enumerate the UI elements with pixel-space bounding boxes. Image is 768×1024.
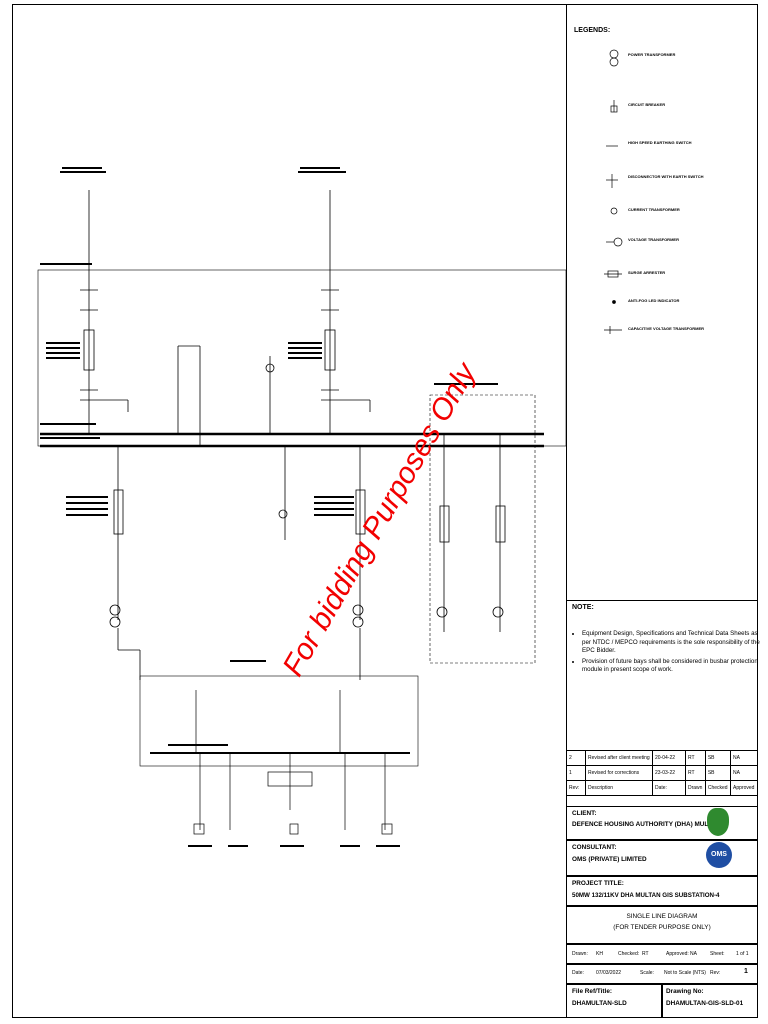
rev-date: 23-03-22 [652, 765, 686, 781]
scale-value: Not to Scale (NTS) [664, 970, 706, 976]
legend-label-led-indicator: ANTI-FOG LED INDICATOR [628, 298, 680, 303]
rev-cell: 1 [566, 765, 586, 781]
sheet-value: 1 of 1 [736, 951, 749, 957]
consultant-name: OMS (PRIVATE) LIMITED [572, 856, 647, 863]
future-bay-2 [492, 434, 506, 632]
note-title: NOTE: [572, 604, 594, 611]
dha-logo-icon [707, 808, 729, 836]
drawing-title-line2: (FOR TENDER PURPOSE ONLY) [613, 924, 711, 931]
file-ref-block [566, 984, 662, 1018]
legend-label-cvt: CAPACITIVE VOLTAGE TRANSFORMER [628, 326, 704, 331]
note-item: Equipment Design, Specifications and Tec… [582, 630, 764, 656]
legend-label-voltage-transformer: VOLTAGE TRANSFORMER [628, 237, 679, 242]
rev-date: 20-04-22 [652, 750, 686, 766]
rev-value: 1 [744, 968, 748, 975]
rev-checked: SB [704, 750, 732, 766]
future-bays-enclosure [429, 394, 536, 664]
file-ref-value: DHAMULTAN-SLD [572, 1000, 627, 1007]
client-name: DEFENCE HOUSING AUTHORITY (DHA) MULTAN [572, 821, 721, 828]
rev-description: Revised for corrections [585, 765, 653, 781]
rev-cell: 2 [566, 750, 586, 766]
date-value: 07/03/2022 [596, 970, 622, 976]
rev-header-drawn: Drawn [685, 780, 706, 796]
drawing-title-line1: SINGLE LINE DIAGRAM [626, 913, 698, 920]
sheet-label: Sheet: [710, 951, 725, 957]
legend-label-earth-switch: HIGH SPEED EARTHING SWITCH [628, 140, 692, 145]
diagram-fine-labels [40, 167, 498, 847]
legend-label-surge-arrester: SURGE ARRESTER [628, 270, 666, 275]
meta-row-1 [566, 944, 758, 964]
file-ref-label: File Ref/Title: [572, 988, 613, 995]
rev-description: Revised after client meeting [585, 750, 653, 766]
title-block-column [566, 4, 758, 1018]
note-list: Equipment Design, Specifications and Tec… [574, 630, 764, 677]
revision-table: 2 Revised after client meeting 20-04-22 … [566, 750, 758, 796]
meta-row-2 [566, 964, 758, 984]
drawing-no-block [662, 984, 758, 1018]
legend-label-disconnector: DISCONNECTOR WITH EARTH SWITCH [628, 174, 704, 179]
mv-switchgear-enclosure [139, 675, 419, 767]
approved-label: Approved: [666, 951, 689, 957]
project-name: 50MW 132/11KV DHA MULTAN GIS SUBSTATION-… [572, 892, 720, 899]
legend-symbols [604, 49, 623, 334]
mv-feeders [193, 690, 393, 835]
project-block [566, 876, 758, 906]
vt-bay [278, 446, 288, 540]
revision-row: 1 Revised for corrections 23-03-22 RT SB… [566, 765, 758, 781]
transformer-bay-2 [352, 446, 366, 680]
rev-checked: SB [704, 765, 732, 781]
client-label: CLIENT: [572, 810, 597, 817]
date-label: Date: [572, 970, 584, 976]
consultant-block [566, 840, 758, 876]
transformer-bay-1 [109, 446, 141, 680]
legend-label-circuit-breaker: CIRCUIT BREAKER [628, 102, 666, 107]
legend-title: LEGENDS: [574, 27, 611, 34]
approved-value: NA [690, 951, 697, 957]
drawing-no-value: DHAMULTAN-GIS-SLD-01 [666, 1000, 744, 1007]
project-label: PROJECT TITLE: [572, 880, 624, 887]
rev-header-checked: Checked [704, 780, 732, 796]
rev-header-description: Description [585, 780, 653, 796]
drawn-label: Drawn: [572, 951, 588, 957]
checked-value: RT [642, 951, 649, 957]
drawn-value: KH [596, 951, 603, 957]
legend-label-current-transformer: CURRENT TRANSFORMER [628, 207, 680, 212]
future-bay-1 [436, 434, 450, 632]
rev-approved: NA [730, 750, 758, 766]
drawing-title-block [566, 906, 758, 944]
rev-header-approved: Approved [730, 780, 758, 796]
bus-coupler-bay [177, 345, 275, 446]
legend-label-power-transformer: POWER TRANSFORMER [628, 52, 676, 57]
revision-row: 2 Revised after client meeting 20-04-22 … [566, 750, 758, 766]
rev-label: Rev: [710, 970, 721, 976]
oms-logo-icon: OMS [706, 842, 732, 868]
drawing-sheet [12, 4, 758, 1018]
drawing-no-label: Drawing No: [666, 988, 704, 995]
rev-header-rev: Rev: [566, 780, 586, 796]
rev-approved: NA [730, 765, 758, 781]
client-block [566, 806, 758, 840]
rev-drawn: RT [685, 765, 706, 781]
note-box [566, 600, 758, 750]
rev-header-date: Date: [652, 780, 686, 796]
scale-label: Scale: [640, 970, 654, 976]
consultant-label: CONSULTANT: [572, 844, 617, 851]
note-item: Provision of future bays shall be consid… [582, 658, 764, 675]
incoming-feeder-2 [321, 190, 371, 434]
revision-header-row: Rev: Description Date: Drawn Checked App… [566, 780, 758, 796]
incoming-feeder-1 [80, 190, 129, 434]
checked-label: Checked: [618, 951, 640, 957]
rev-drawn: RT [685, 750, 706, 766]
